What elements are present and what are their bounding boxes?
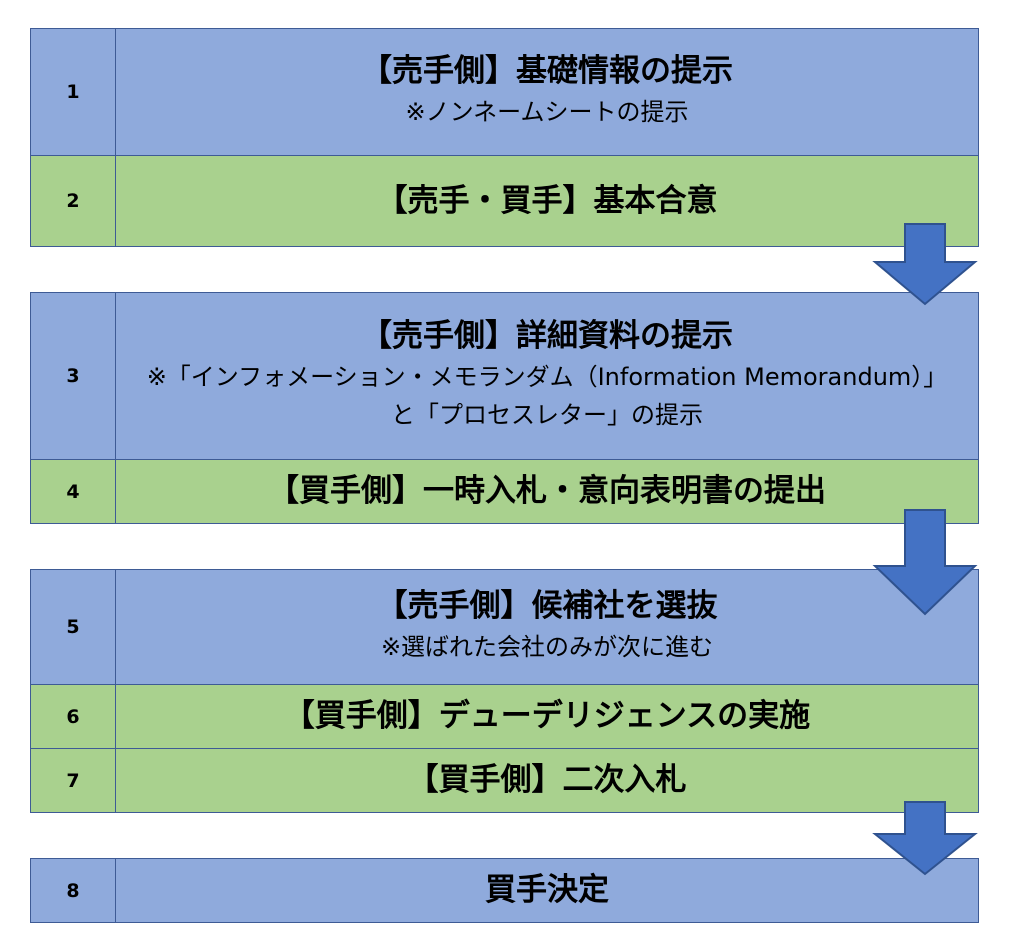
- step-7: 7 【買手側】二次入札: [30, 748, 979, 813]
- step-3: 3 【売手側】詳細資料の提示 ※「インフォメーション・メモランダム（Inform…: [30, 292, 979, 460]
- step-title: 買手決定: [485, 872, 609, 909]
- step-number: 3: [31, 293, 116, 459]
- step-5: 5 【売手側】候補社を選抜 ※選ばれた会社のみが次に進む: [30, 569, 979, 685]
- step-number: 4: [31, 460, 116, 523]
- step-title: 【売手側】候補社を選抜: [376, 588, 718, 625]
- step-1: 1 【売手側】基礎情報の提示 ※ノンネームシートの提示: [30, 28, 979, 156]
- step-content: 【売手側】基礎情報の提示 ※ノンネームシートの提示: [116, 29, 978, 155]
- step-title: 【売手側】基礎情報の提示: [361, 53, 733, 90]
- step-content: 買手決定: [116, 859, 978, 922]
- step-content: 【買手側】一時入札・意向表明書の提出: [116, 460, 978, 523]
- step-title: 【売手・買手】基本合意: [376, 182, 718, 219]
- step-content: 【売手側】詳細資料の提示 ※「インフォメーション・メモランダム（Informat…: [116, 293, 978, 459]
- step-content: 【売手・買手】基本合意: [116, 156, 978, 246]
- step-title: 【売手側】詳細資料の提示: [361, 318, 733, 355]
- down-arrow-icon: [872, 509, 978, 616]
- down-arrow-icon: [872, 223, 978, 306]
- step-4: 4 【買手側】一時入札・意向表明書の提出: [30, 459, 979, 524]
- step-note: ※選ばれた会社のみが次に進む: [380, 633, 714, 662]
- step-number: 2: [31, 156, 116, 246]
- step-2: 2 【売手・買手】基本合意: [30, 155, 979, 247]
- down-arrow-icon: [872, 801, 978, 876]
- step-content: 【売手側】候補社を選抜 ※選ばれた会社のみが次に進む: [116, 570, 978, 684]
- step-content: 【買手側】デューデリジェンスの実施: [116, 685, 978, 748]
- step-note: ※ノンネームシートの提示: [405, 98, 689, 127]
- step-title: 【買手側】デューデリジェンスの実施: [283, 698, 811, 735]
- step-number: 7: [31, 749, 116, 812]
- step-content: 【買手側】二次入札: [116, 749, 978, 812]
- step-number: 5: [31, 570, 116, 684]
- step-title: 【買手側】一時入札・意向表明書の提出: [268, 473, 826, 510]
- step-number: 1: [31, 29, 116, 155]
- step-number: 8: [31, 859, 116, 922]
- step-note: ※「インフォメーション・メモランダム（Information Memorandu…: [146, 362, 948, 430]
- step-number: 6: [31, 685, 116, 748]
- step-8: 8 買手決定: [30, 858, 979, 923]
- step-6: 6 【買手側】デューデリジェンスの実施: [30, 684, 979, 749]
- step-title: 【買手側】二次入札: [407, 762, 687, 799]
